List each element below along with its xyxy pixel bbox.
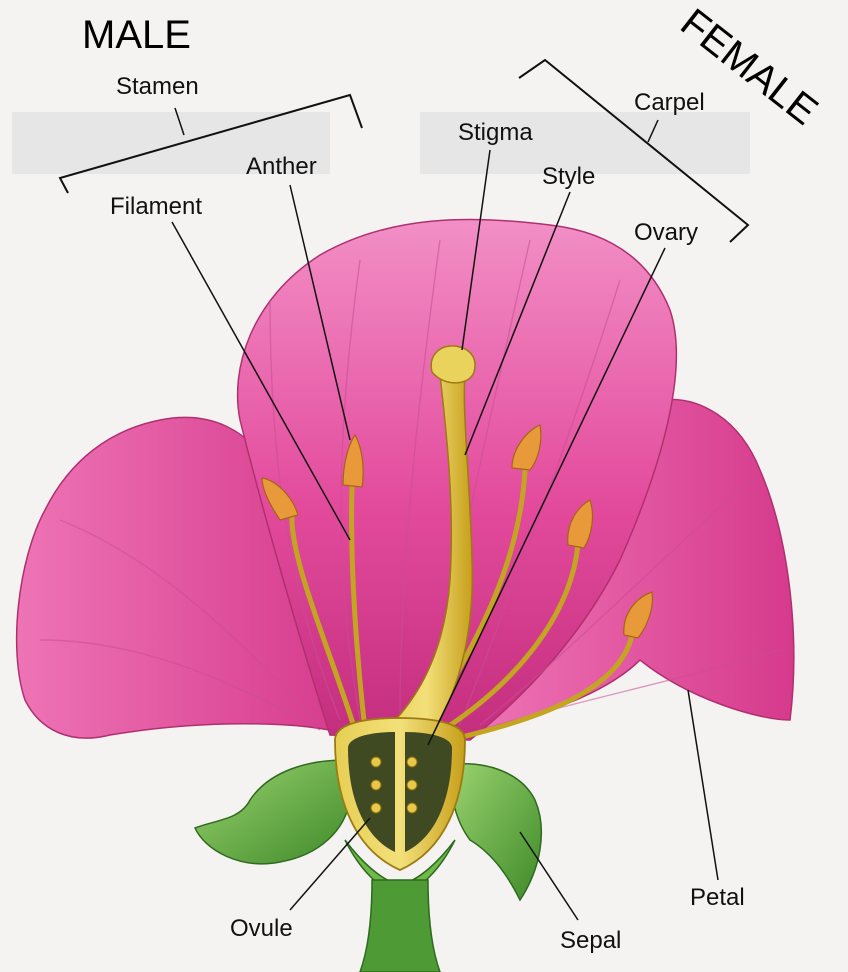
ovule-4 [407, 757, 417, 767]
sepal-left [195, 760, 350, 864]
stem [360, 880, 440, 972]
stigma-label: Stigma [458, 119, 533, 146]
carpel-label: Carpel [634, 89, 705, 116]
filament-label: Filament [110, 193, 202, 220]
anther-label: Anther [246, 153, 317, 180]
sepal-label: Sepal [560, 927, 621, 954]
ovary-label: Ovary [634, 219, 698, 246]
stamen-label: Stamen [116, 73, 199, 100]
petals [17, 219, 794, 740]
male-heading: MALE [82, 13, 191, 57]
sepal-right [450, 764, 541, 900]
petal-leader [688, 690, 718, 880]
ovule-3 [371, 803, 381, 813]
stigma [431, 346, 475, 383]
ovule-label: Ovule [230, 915, 293, 942]
ovule-5 [407, 780, 417, 790]
style-label: Style [542, 163, 595, 190]
petal-label: Petal [690, 884, 745, 911]
ovule-6 [407, 803, 417, 813]
ovule-1 [371, 757, 381, 767]
ovule-2 [371, 780, 381, 790]
